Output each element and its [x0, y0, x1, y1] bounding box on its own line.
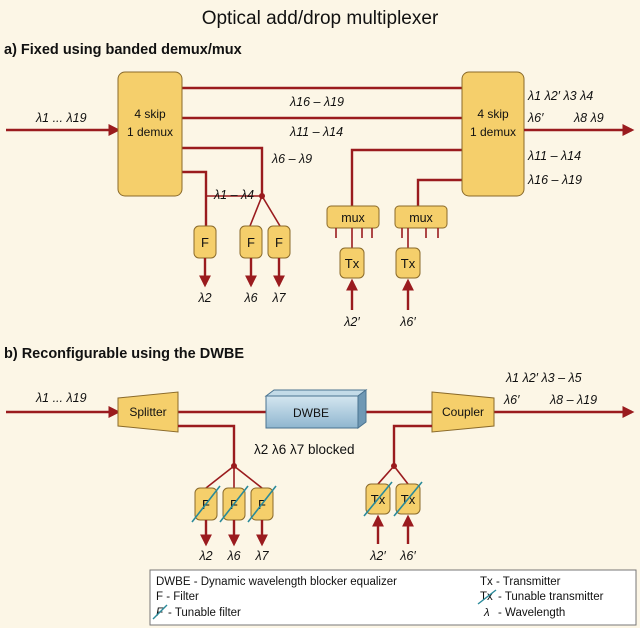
band-label-16-19: λ16 – λ19 [289, 95, 344, 109]
tunable-tx-slash-b1 [363, 481, 393, 517]
branch-line-b5 [393, 465, 409, 485]
band-label-6-9: λ6 – λ9 [271, 152, 312, 166]
band-line-1-4 [182, 170, 208, 226]
band-label-11-14: λ11 – λ14 [289, 125, 343, 139]
mux-box-1 [326, 205, 380, 229]
splitter-box [117, 391, 179, 433]
dwbe-label: DWBE [293, 406, 329, 420]
add-label-b1: λ2′ [369, 549, 386, 563]
section-b-label: b) Reconfigurable using the DWBE [4, 346, 244, 362]
filter-label-a1: F [201, 235, 209, 250]
drop-label-a1: λ2 [197, 291, 211, 305]
legend-tunable-tx: - Tunable transmitter [498, 591, 604, 603]
legend-tunable-filter-symbol: F [156, 607, 164, 619]
dwbe-box [265, 395, 359, 429]
branch-line-a2 [261, 195, 281, 227]
output-label-a2b: λ8 λ9 [573, 111, 604, 125]
demux-label-1: 4 skip [134, 107, 166, 121]
drop-label-a3: λ7 [271, 291, 286, 305]
output-label-b2a: λ6′ [503, 393, 520, 407]
add-line-b [392, 424, 432, 466]
tx-box-a1 [339, 247, 365, 279]
tunable-tx-slash-b2 [393, 481, 423, 517]
branch-line-b1 [205, 465, 235, 489]
drop-label-b3: λ7 [254, 549, 269, 563]
mux-label-1: mux [341, 211, 365, 225]
output-label-a3: λ11 – λ14 [527, 149, 581, 163]
band-line-6-9 [182, 146, 264, 196]
mux-pins-2 [401, 228, 439, 248]
tx-label-a2: Tx [401, 256, 416, 271]
legend-box [149, 569, 637, 626]
drop-line-b [178, 424, 236, 466]
legend-tunable-tx-slash [477, 589, 497, 605]
splitter-label: Splitter [129, 405, 166, 419]
tx-label-a1: Tx [345, 256, 360, 271]
legend-filter: F - Filter [156, 591, 199, 603]
coupler-box [431, 391, 495, 433]
branch-line-a1 [249, 195, 263, 227]
drop-label-b2: λ6 [226, 549, 240, 563]
output-label-a1: λ1 λ2′ λ3 λ4 [527, 89, 593, 103]
dwbe-box-top [264, 389, 368, 397]
filter-label-a3: F [275, 235, 283, 250]
legend-dwbe: DWBE - Dynamic wavelength blocker equali… [156, 576, 397, 588]
legend-tunable-filter: - Tunable filter [168, 607, 241, 619]
dwbe-box-side [357, 389, 367, 429]
mux-line-2 [416, 178, 462, 206]
demux-label-2: 1 demux [127, 125, 173, 139]
drop-label-a2: λ6 [243, 291, 257, 305]
mux-box-right-a [461, 71, 525, 197]
add-label-b2: λ6′ [399, 549, 416, 563]
branch-line-b4 [377, 465, 395, 485]
legend-tx: Tx - Transmitter [480, 576, 561, 588]
legend-tunable-filter-slash [152, 604, 168, 620]
demux-box-a [117, 71, 183, 197]
output-label-a2a: λ6′ [527, 111, 544, 125]
add-label-a2: λ6′ [399, 315, 416, 329]
output-label-b1: λ1 λ2′ λ3 – λ5 [505, 371, 582, 385]
mux-label-2: mux [409, 211, 433, 225]
branch-line-b3 [233, 465, 263, 489]
tunable-slash-b1 [191, 485, 221, 523]
mux-pins-1 [335, 228, 373, 248]
tunable-slash-b2 [219, 485, 249, 523]
diagram-title: Optical add/drop multiplexer [202, 8, 439, 29]
mux-box-2 [394, 205, 448, 229]
drop-label-b1: λ2 [198, 549, 212, 563]
mux-right-label-2: 1 demux [470, 125, 516, 139]
tunable-slash-b3 [247, 485, 277, 523]
add-label-a1: λ2′ [343, 315, 360, 329]
mux-right-label-1: 4 skip [477, 107, 509, 121]
blocked-label: λ2 λ6 λ7 blocked [254, 442, 355, 457]
output-label-a4: λ16 – λ19 [527, 173, 582, 187]
section-a-label: a) Fixed using banded demux/mux [4, 42, 242, 58]
input-label-b: λ1 ... λ19 [35, 391, 87, 405]
coupler-label: Coupler [442, 405, 484, 419]
filter-label-a2: F [247, 235, 255, 250]
legend-lambda-symbol: λ [483, 607, 490, 619]
tx-box-a2 [395, 247, 421, 279]
band-label-1-4: λ1 – λ4 [213, 188, 254, 202]
output-label-b2b: λ8 – λ19 [549, 393, 597, 407]
legend-lambda: - Wavelength [498, 607, 565, 619]
mux-line-1 [350, 148, 462, 206]
input-label-a: λ1 ... λ19 [35, 111, 87, 125]
